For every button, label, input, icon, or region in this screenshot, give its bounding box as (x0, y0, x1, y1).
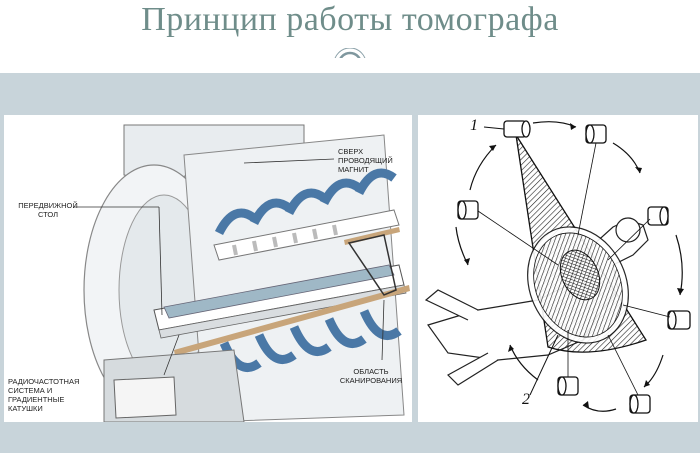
ct-drawing (424, 120, 691, 414)
label-table: ПЕРЕДВИЖНОЙ СТОЛ (18, 201, 78, 219)
label-scan-area: ОБЛАСТЬ СКАНИРОВАНИЯ (339, 367, 403, 385)
label-coils: РАДИОЧАСТОТНАЯ СИСТЕМА И ГРАДИЕНТНЫЕ КАТ… (8, 377, 80, 413)
ct-illustration: 1 2 (418, 115, 698, 422)
title-divider (334, 48, 366, 58)
callout-2: 2 (522, 391, 530, 408)
label-magnet: СВЕРХ ПРОВОДЯЩИЙ МАГНИТ (338, 147, 393, 174)
mri-drawing (74, 124, 410, 422)
callout-1: 1 (470, 117, 478, 134)
mri-illustration: СВЕРХ ПРОВОДЯЩИЙ МАГНИТ ПЕРЕДВИЖНОЙ СТОЛ… (4, 115, 412, 422)
footer-band (0, 422, 700, 453)
slide-title: Принцип работы томографа (141, 1, 559, 38)
